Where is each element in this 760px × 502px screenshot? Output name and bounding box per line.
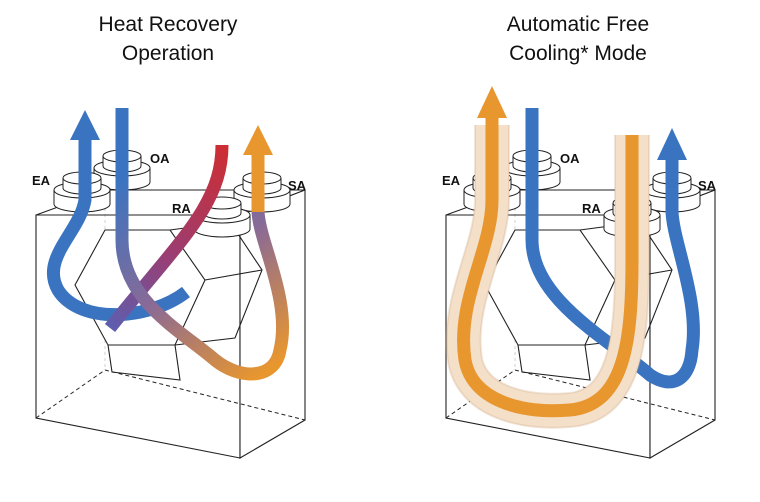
oa-label: OA: [560, 151, 580, 166]
oa-label: OA: [150, 151, 170, 166]
exhaust-arrow-icon: [70, 110, 100, 140]
free-cooling-diagram: EA OA RA SA: [442, 86, 717, 459]
exhaust-air-flow: [457, 118, 639, 418]
heat-recovery-diagram: EA OA RA SA: [32, 108, 307, 459]
free-cooling-title: Automatic Free Cooling* Mode: [428, 10, 728, 68]
title-line-1: Heat Recovery: [98, 13, 238, 36]
ra-label: RA: [582, 201, 601, 216]
supply-arrow-icon: [657, 128, 687, 160]
ea-label: EA: [32, 173, 51, 188]
supply-arrow-icon: [243, 125, 273, 155]
outdoor-air-flow: [115, 108, 290, 381]
ea-label: EA: [442, 173, 461, 188]
sa-label: SA: [698, 178, 717, 193]
title-line-2: Operation: [121, 42, 215, 65]
title-line-2: Cooling* Mode: [509, 42, 647, 65]
heat-recovery-title: Heat Recovery Operation: [18, 10, 318, 68]
sa-label: SA: [288, 178, 307, 193]
title-line-1: Automatic Free: [506, 13, 650, 36]
ra-label: RA: [172, 201, 191, 216]
outdoor-air-flow: [525, 108, 700, 389]
exhaust-arrow-icon: [477, 86, 507, 118]
